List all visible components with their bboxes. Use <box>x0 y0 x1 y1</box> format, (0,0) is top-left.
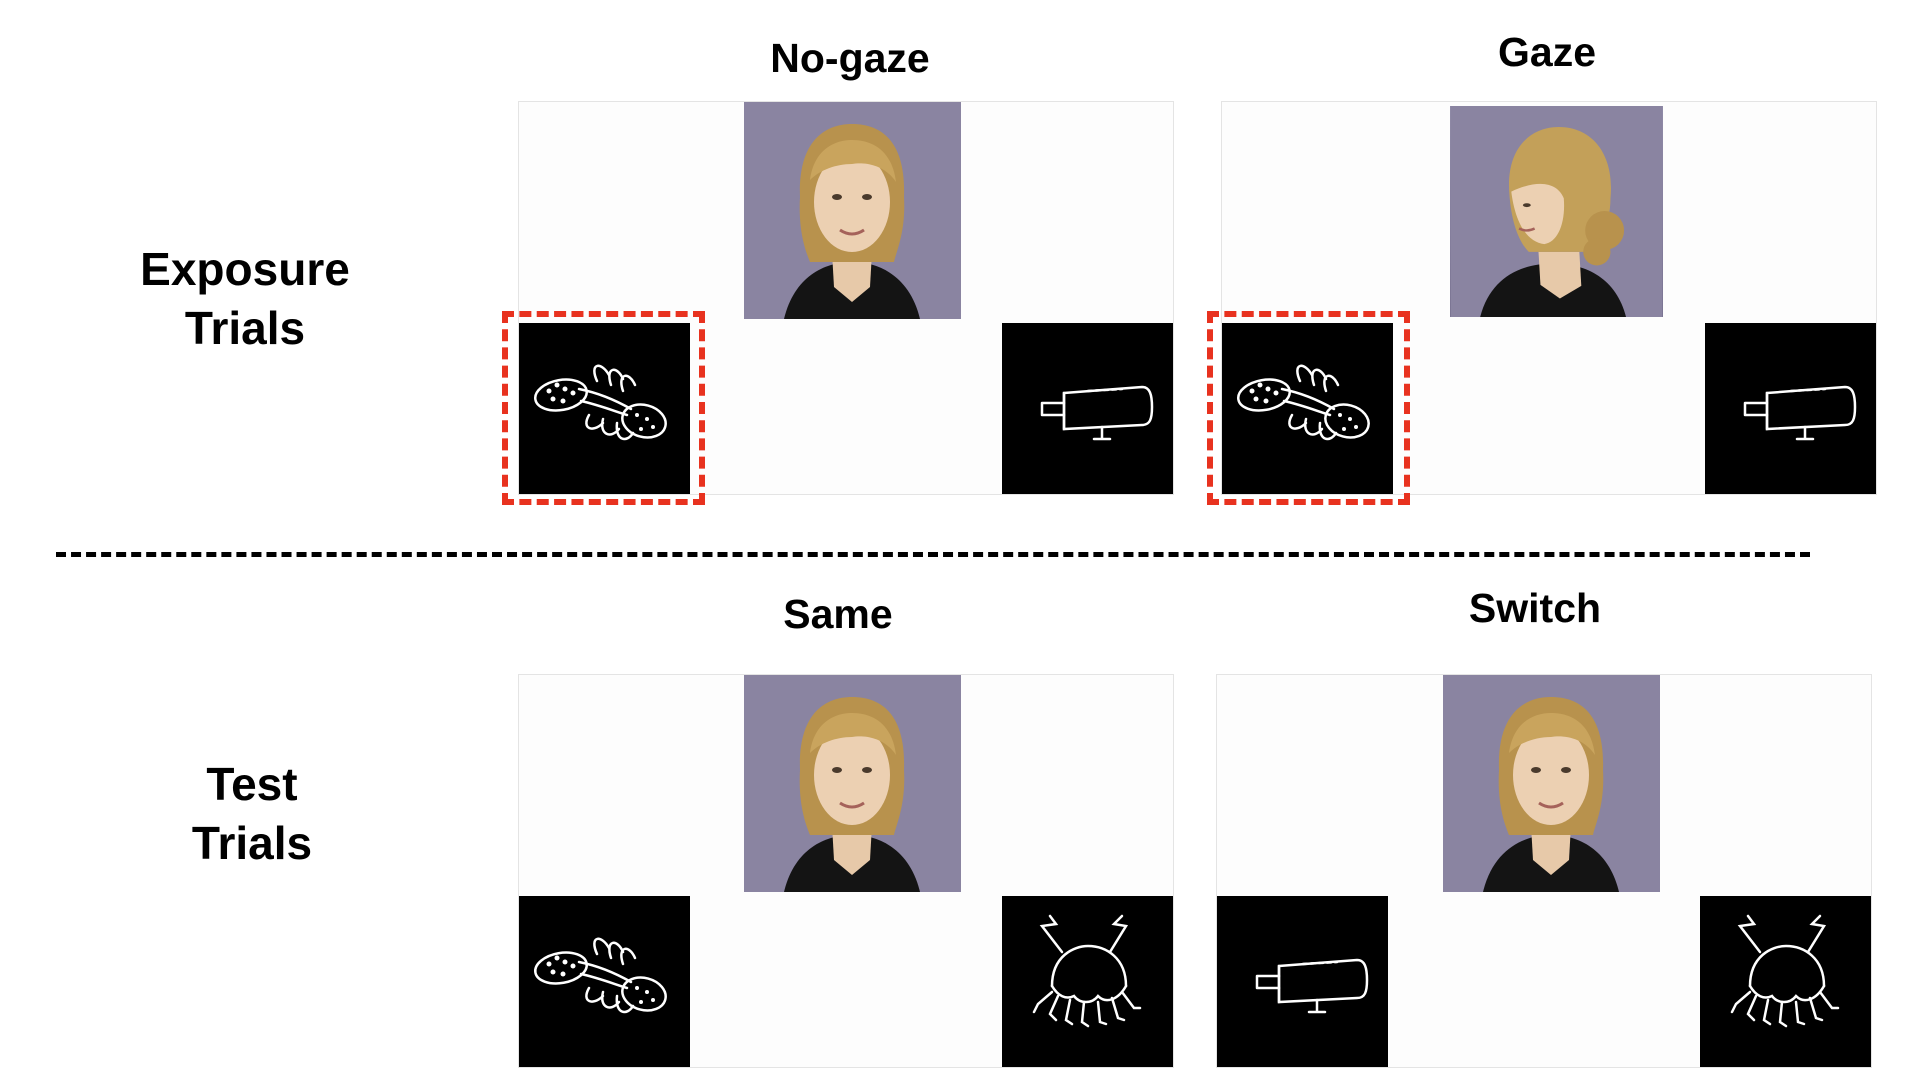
cylinder-gadget-icon <box>1217 896 1388 1067</box>
condition-title-gaze: Gaze <box>1498 29 1596 75</box>
row-label-exposure: Exposure Trials <box>75 240 415 358</box>
row-label-test-line2: Trials <box>191 817 313 869</box>
jellyfish-creature-icon <box>1700 896 1871 1067</box>
jellyfish-creature-icon <box>1002 896 1173 1067</box>
face-turned-photo <box>1450 106 1663 317</box>
panel-exposure-no-gaze <box>518 101 1174 495</box>
face-front-photo <box>744 102 961 319</box>
cylinder-gadget-icon <box>1002 323 1173 494</box>
cylinder-gadget-icon <box>1705 323 1876 494</box>
condition-title-same: Same <box>783 591 893 637</box>
panel-test-switch <box>1216 674 1872 1068</box>
face-front-photo <box>744 675 961 892</box>
target-highlight-no-gaze <box>502 311 705 505</box>
bug-creature-icon <box>1222 323 1393 494</box>
target-highlight-gaze <box>1207 311 1410 505</box>
panel-exposure-gaze <box>1221 101 1877 495</box>
row-label-test: Test Trials <box>82 755 422 873</box>
condition-title-no-gaze: No-gaze <box>770 35 930 81</box>
row-label-exposure-line1: Exposure <box>140 243 350 295</box>
section-divider <box>56 552 1810 557</box>
bug-creature-icon <box>519 896 690 1067</box>
bug-creature-icon <box>519 323 690 494</box>
row-label-test-line1: Test <box>206 758 298 810</box>
panel-test-same <box>518 674 1174 1068</box>
condition-title-switch: Switch <box>1468 585 1602 631</box>
row-label-exposure-line2: Trials <box>184 302 306 354</box>
face-front-photo <box>1443 675 1660 892</box>
